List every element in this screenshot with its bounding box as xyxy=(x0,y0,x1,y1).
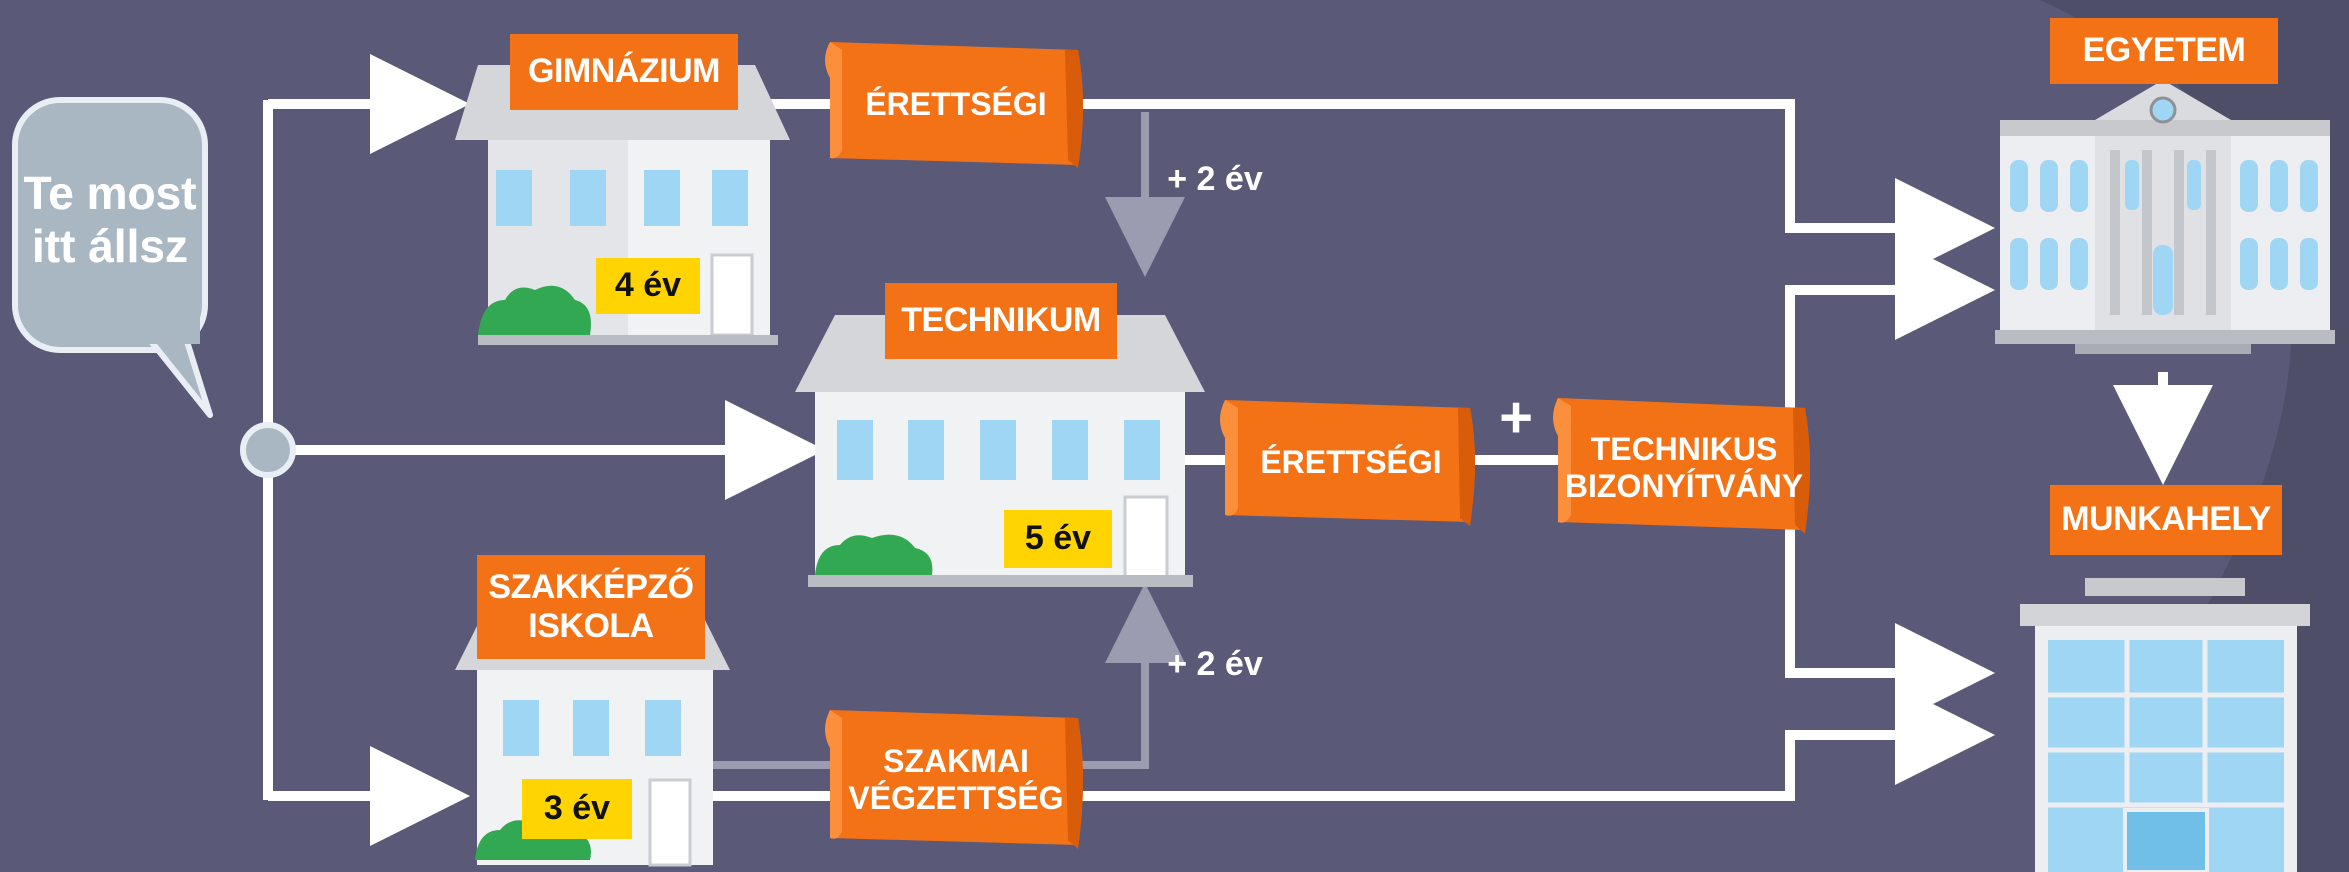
scroll-erettsegi-mid xyxy=(1220,400,1475,526)
gimnazium-label: GIMNÁZIUM xyxy=(510,34,738,110)
munkahely-label: MUNKAHELY xyxy=(2050,485,2282,555)
technikum-label: TECHNIKUM xyxy=(885,283,1117,359)
path-technikum-munkahely xyxy=(1785,460,1995,723)
technikum-years-badge: 5 év xyxy=(1004,510,1112,568)
egyetem-building xyxy=(1995,80,2335,354)
scroll-erettsegi-top xyxy=(825,42,1083,168)
technikus-label: TECHNIKUS BIZONYÍTVÁNY xyxy=(1564,431,1804,504)
transition-top-label: + 2 év xyxy=(1167,160,1263,199)
transition-bottom-label: + 2 év xyxy=(1167,645,1263,684)
szakmai-label: SZAKMAI VÉGZETTSÉG xyxy=(848,743,1064,816)
scroll-szakmai xyxy=(825,710,1083,849)
szakkepzo-label: SZAKKÉPZŐ ISKOLA xyxy=(477,555,705,659)
bubble-text: Te most itt állsz xyxy=(23,167,197,272)
szakkepzo-years-badge: 3 év xyxy=(522,779,632,839)
munkahely-building xyxy=(2020,578,2310,872)
erettsegi-top-label: ÉRETTSÉGI xyxy=(865,85,1047,122)
egyetem-label: EGYETEM xyxy=(2050,18,2278,84)
scroll-technikus xyxy=(1553,398,1810,534)
path-gimnazium-egyetem xyxy=(770,99,1995,278)
plus-sign: + xyxy=(1499,384,1533,450)
path-technikum-egyetem xyxy=(1785,240,1995,460)
speech-bubble xyxy=(12,97,213,418)
erettsegi-mid-label: ÉRETTSÉGI xyxy=(1260,443,1442,480)
start-node xyxy=(240,422,296,478)
path-szakkepzo-munkahely xyxy=(700,685,1995,801)
gimnazium-years-badge: 4 év xyxy=(596,258,700,314)
